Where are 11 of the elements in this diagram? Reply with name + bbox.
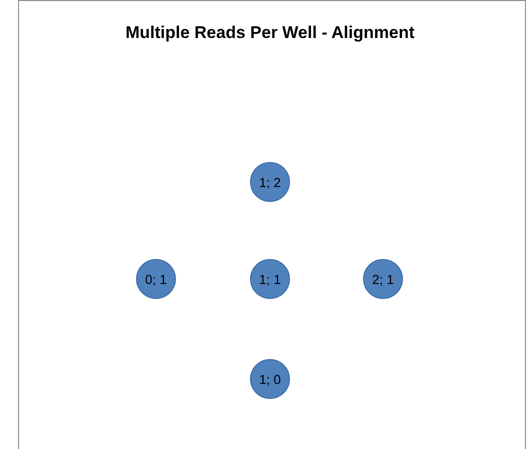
circle-marker: [250, 162, 290, 202]
coordinate-label: 2; 1: [372, 272, 394, 286]
coordinate-label: 0; 1: [145, 272, 167, 286]
circle-marker: [136, 259, 176, 299]
coordinate-label: 1; 1: [259, 272, 281, 286]
coordinate-label: 1; 0: [259, 372, 281, 386]
coordinate-label: 1; 2: [259, 174, 281, 190]
circle-marker: [250, 359, 290, 399]
circle-marker: [250, 259, 290, 299]
chart-title: Multiple Reads Per Well - Alignment: [124, 22, 416, 44]
circle-marker: [363, 259, 403, 299]
